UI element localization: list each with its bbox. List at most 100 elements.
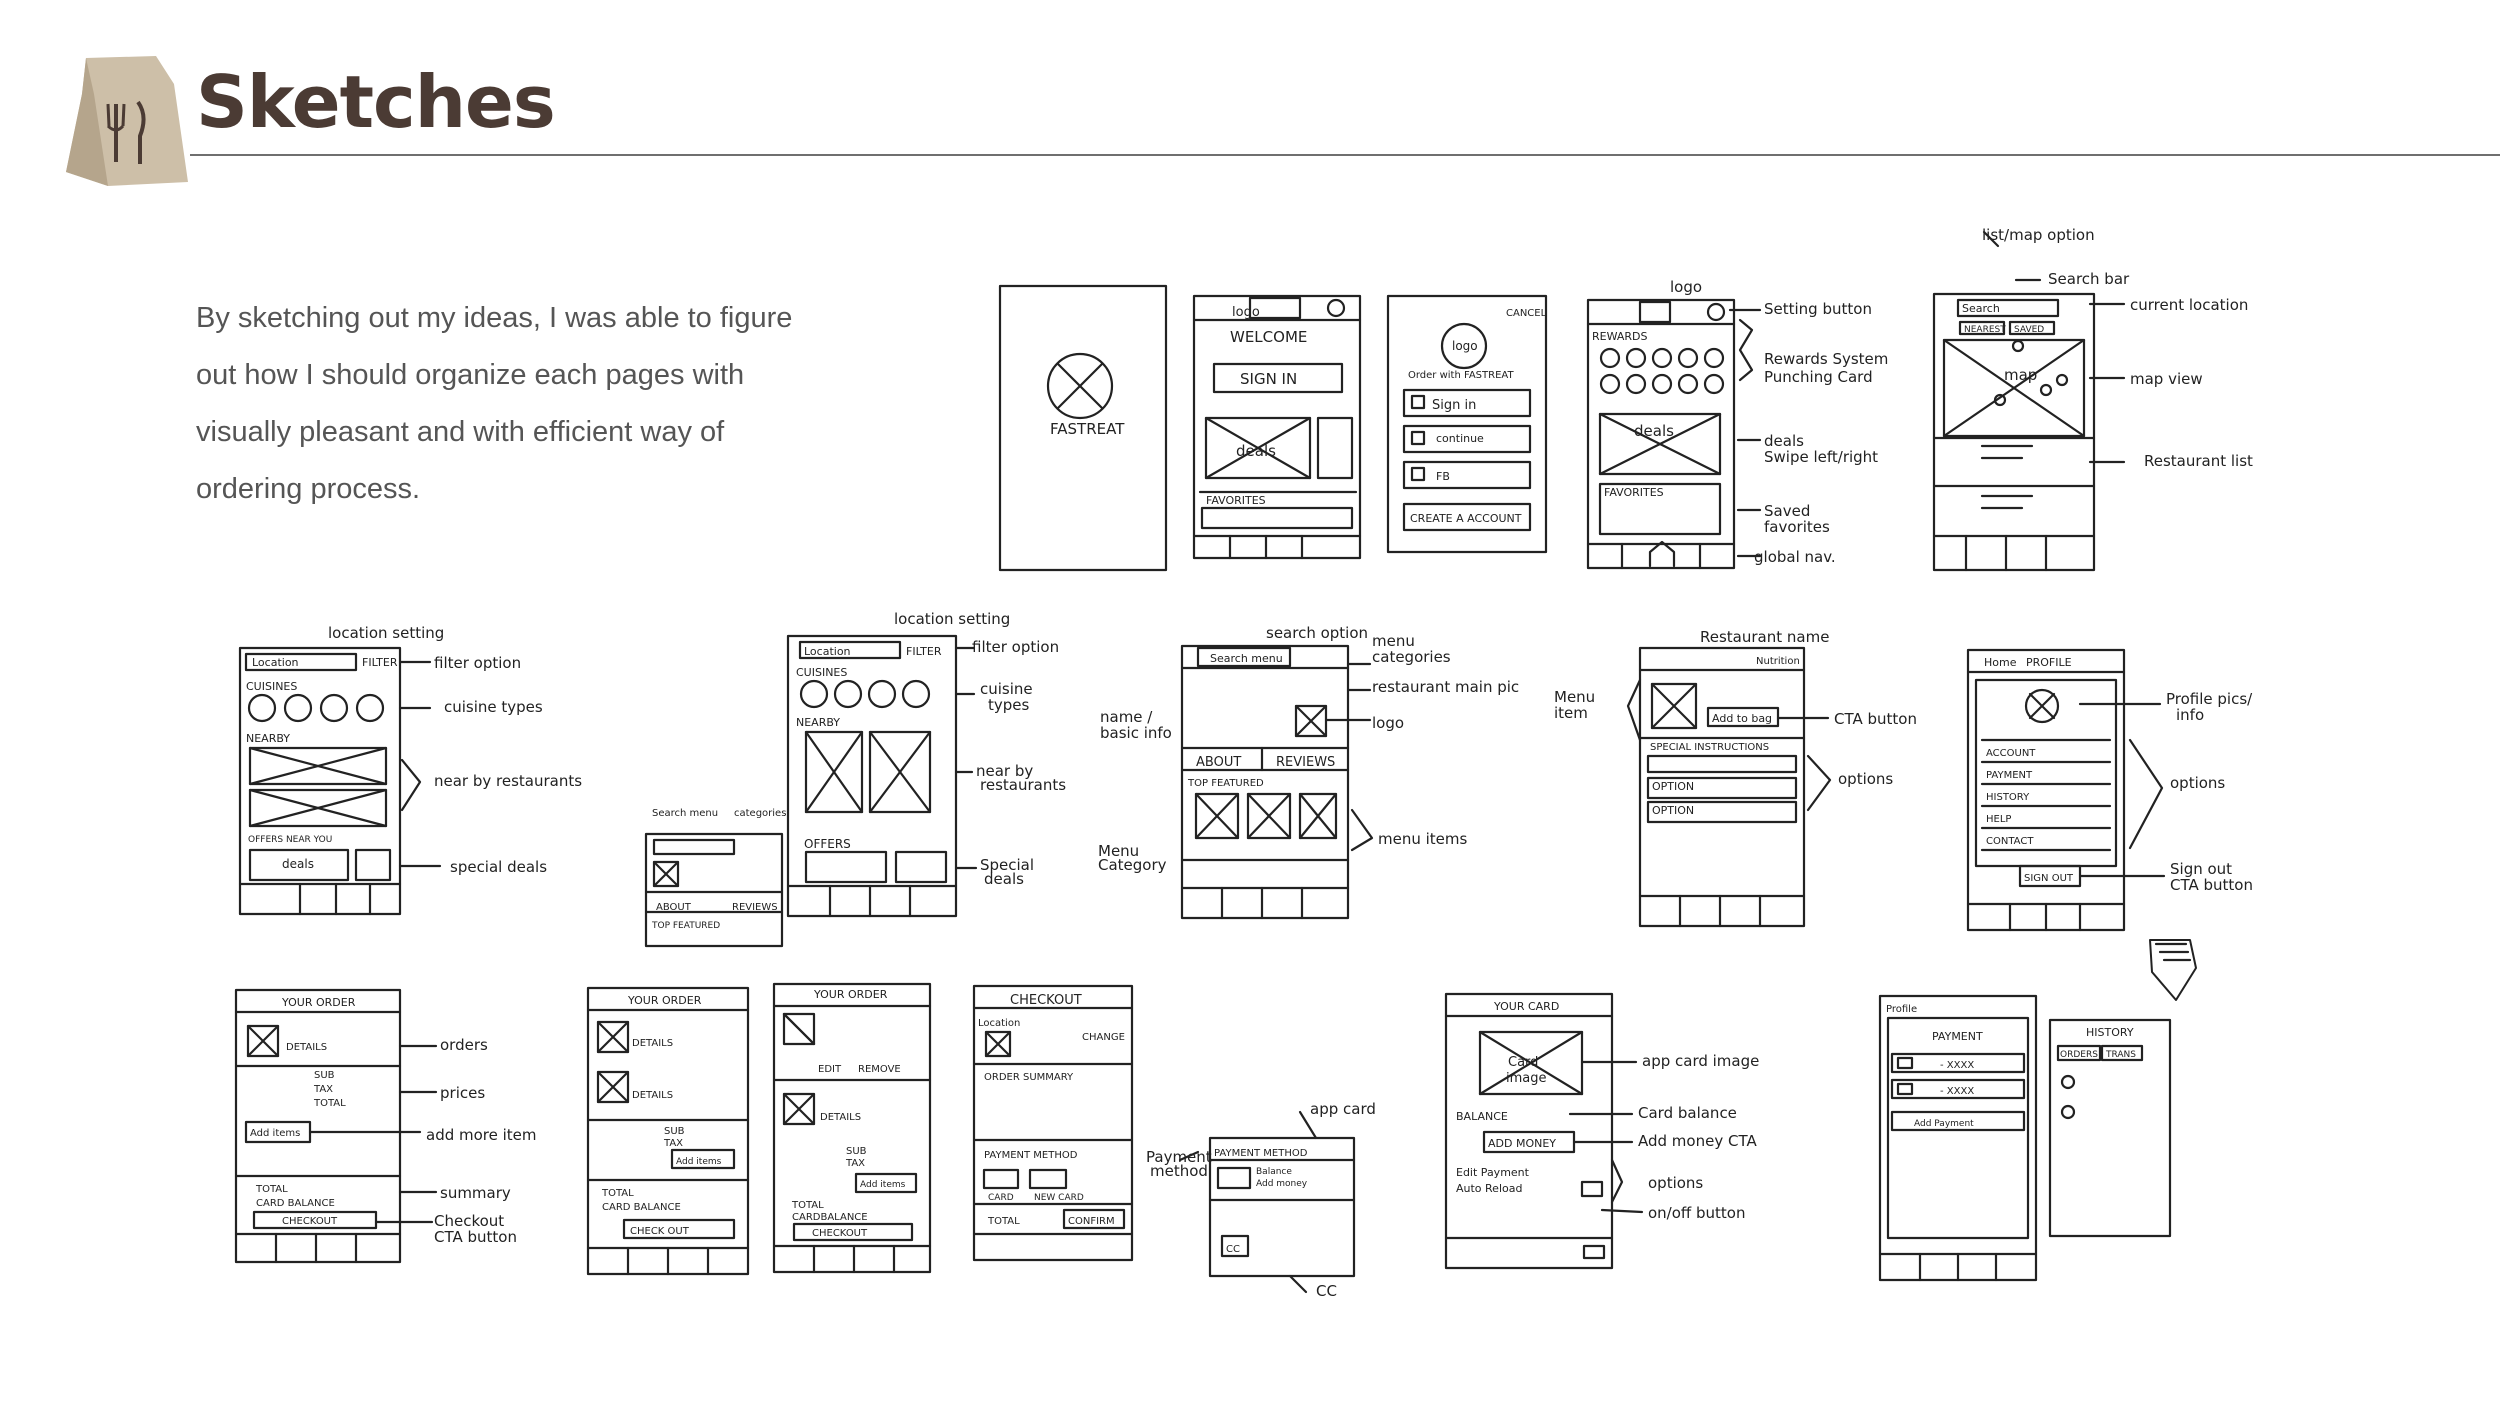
svg-text:OFFERS NEAR YOU: OFFERS NEAR YOU <box>248 835 332 845</box>
svg-text:FB: FB <box>1436 470 1450 483</box>
svg-text:Card balance: Card balance <box>1638 1104 1737 1122</box>
svg-text:Swipe left/right: Swipe left/right <box>1764 448 1878 466</box>
sketch-your-order-3 <box>772 982 932 1274</box>
svg-text:Punching Card: Punching Card <box>1764 368 1873 386</box>
svg-text:Add items: Add items <box>676 1157 722 1167</box>
svg-text:Add to bag: Add to bag <box>1712 712 1772 725</box>
svg-text:TOTAL: TOTAL <box>601 1188 634 1199</box>
sketch-checkout <box>972 984 1134 1262</box>
svg-text:Search menu: Search menu <box>1210 652 1283 665</box>
svg-text:restaurants: restaurants <box>980 776 1066 794</box>
svg-text:FILTER: FILTER <box>906 645 942 658</box>
sketch-map-list <box>1932 292 2096 572</box>
svg-text:CONFIRM: CONFIRM <box>1068 1216 1115 1227</box>
svg-text:- XXXX: - XXXX <box>1940 1060 1974 1071</box>
svg-text:CARD: CARD <box>988 1193 1014 1203</box>
svg-text:REVIEWS: REVIEWS <box>732 902 778 913</box>
svg-text:near by restaurants: near by restaurants <box>434 772 582 790</box>
svg-text:logo: logo <box>1232 305 1260 320</box>
svg-text:ABOUT: ABOUT <box>1196 755 1241 770</box>
sketch-your-order <box>234 988 402 1264</box>
svg-text:logo: logo <box>1452 339 1478 353</box>
svg-text:filter option: filter option <box>972 638 1059 656</box>
svg-text:HELP: HELP <box>1986 814 2011 825</box>
svg-text:deals: deals <box>1236 442 1276 460</box>
svg-text:SAVED: SAVED <box>2014 325 2044 335</box>
svg-text:Setting button: Setting button <box>1764 300 1872 318</box>
svg-text:Search bar: Search bar <box>2048 270 2130 288</box>
svg-text:Menu: Menu <box>1098 842 1139 860</box>
sketch-restaurant-menu <box>1180 644 1350 920</box>
svg-text:SIGN IN: SIGN IN <box>1240 370 1297 388</box>
svg-text:REWARDS: REWARDS <box>1592 330 1648 343</box>
svg-text:filter option: filter option <box>434 654 521 672</box>
sketch-browse-2 <box>786 634 958 918</box>
svg-text:TOTAL: TOTAL <box>987 1216 1020 1227</box>
svg-text:item: item <box>1554 704 1588 722</box>
svg-text:PAYMENT METHOD: PAYMENT METHOD <box>984 1150 1078 1161</box>
svg-text:Search menu: Search menu <box>652 808 718 819</box>
svg-text:name /: name / <box>1100 708 1153 726</box>
svg-text:Add items: Add items <box>250 1128 300 1139</box>
svg-text:categories: categories <box>1372 648 1451 666</box>
svg-text:SUB: SUB <box>314 1070 335 1081</box>
svg-text:Card: Card <box>1508 1055 1538 1070</box>
svg-text:search option: search option <box>1266 624 1368 642</box>
svg-text:SIGN OUT: SIGN OUT <box>2024 873 2074 884</box>
svg-text:TOTAL: TOTAL <box>313 1098 346 1109</box>
header: Sketches <box>0 0 2500 186</box>
svg-text:categories: categories <box>734 808 786 819</box>
svg-text:Order with FASTREAT: Order with FASTREAT <box>1408 370 1514 381</box>
svg-text:TAX: TAX <box>663 1138 683 1149</box>
svg-text:TOTAL: TOTAL <box>791 1200 824 1211</box>
svg-text:logo: logo <box>1372 714 1404 732</box>
svg-text:CHECKOUT: CHECKOUT <box>1010 993 1082 1008</box>
svg-text:cuisine: cuisine <box>980 680 1033 698</box>
svg-text:method: method <box>1150 1162 1208 1180</box>
sketch-browse <box>238 646 402 916</box>
sketch-welcome <box>1192 294 1362 560</box>
svg-text:BALANCE: BALANCE <box>1456 1110 1508 1123</box>
svg-text:CANCEL: CANCEL <box>1506 308 1547 319</box>
svg-text:SUB: SUB <box>664 1126 685 1137</box>
svg-text:ORDERS: ORDERS <box>2060 1050 2098 1060</box>
svg-text:PROFILE: PROFILE <box>2026 656 2072 669</box>
svg-text:Location: Location <box>252 656 299 669</box>
svg-text:Auto Reload: Auto Reload <box>1456 1182 1522 1195</box>
svg-text:Special: Special <box>980 856 1034 874</box>
sketch-your-card <box>1444 992 1614 1270</box>
svg-text:continue: continue <box>1436 432 1484 445</box>
svg-text:HISTORY: HISTORY <box>2086 1026 2134 1039</box>
svg-text:TOP FEATURED: TOP FEATURED <box>651 921 720 931</box>
svg-text:location setting: location setting <box>328 624 444 642</box>
svg-text:OPTION: OPTION <box>1652 780 1694 793</box>
sketch-history <box>2048 1018 2172 1238</box>
svg-text:ABOUT: ABOUT <box>656 902 692 913</box>
svg-text:Balance: Balance <box>1256 1167 1292 1177</box>
svg-text:Location: Location <box>804 645 851 658</box>
svg-text:Profile: Profile <box>1886 1004 1917 1015</box>
svg-text:TAX: TAX <box>313 1084 333 1095</box>
svg-text:SUB: SUB <box>846 1146 867 1157</box>
svg-text:OPTION: OPTION <box>1652 804 1694 817</box>
svg-text:list/map option: list/map option <box>1982 226 2095 244</box>
svg-text:on/off button: on/off button <box>1648 1204 1746 1222</box>
sketch-login <box>1386 294 1548 554</box>
svg-text:Payment: Payment <box>1146 1148 1212 1166</box>
svg-text:DETAILS: DETAILS <box>632 1090 673 1101</box>
svg-text:CREATE A ACCOUNT: CREATE A ACCOUNT <box>1410 512 1522 525</box>
svg-text:DETAILS: DETAILS <box>820 1112 861 1123</box>
svg-text:DETAILS: DETAILS <box>286 1042 327 1053</box>
svg-text:CARDBALANCE: CARDBALANCE <box>792 1212 868 1223</box>
svg-text:TOP FEATURED: TOP FEATURED <box>1187 778 1264 789</box>
svg-text:cuisine types: cuisine types <box>444 698 543 716</box>
svg-text:menu: menu <box>1372 632 1415 650</box>
sketch-menu-item <box>1638 646 1806 928</box>
svg-text:FAVORITES: FAVORITES <box>1206 494 1266 507</box>
svg-text:Add money CTA: Add money CTA <box>1638 1132 1757 1150</box>
svg-text:CUISINES: CUISINES <box>246 680 297 693</box>
fork-knife-bag-logo <box>66 56 188 186</box>
svg-text:CARD BALANCE: CARD BALANCE <box>256 1198 335 1209</box>
svg-text:CTA button: CTA button <box>434 1228 517 1246</box>
